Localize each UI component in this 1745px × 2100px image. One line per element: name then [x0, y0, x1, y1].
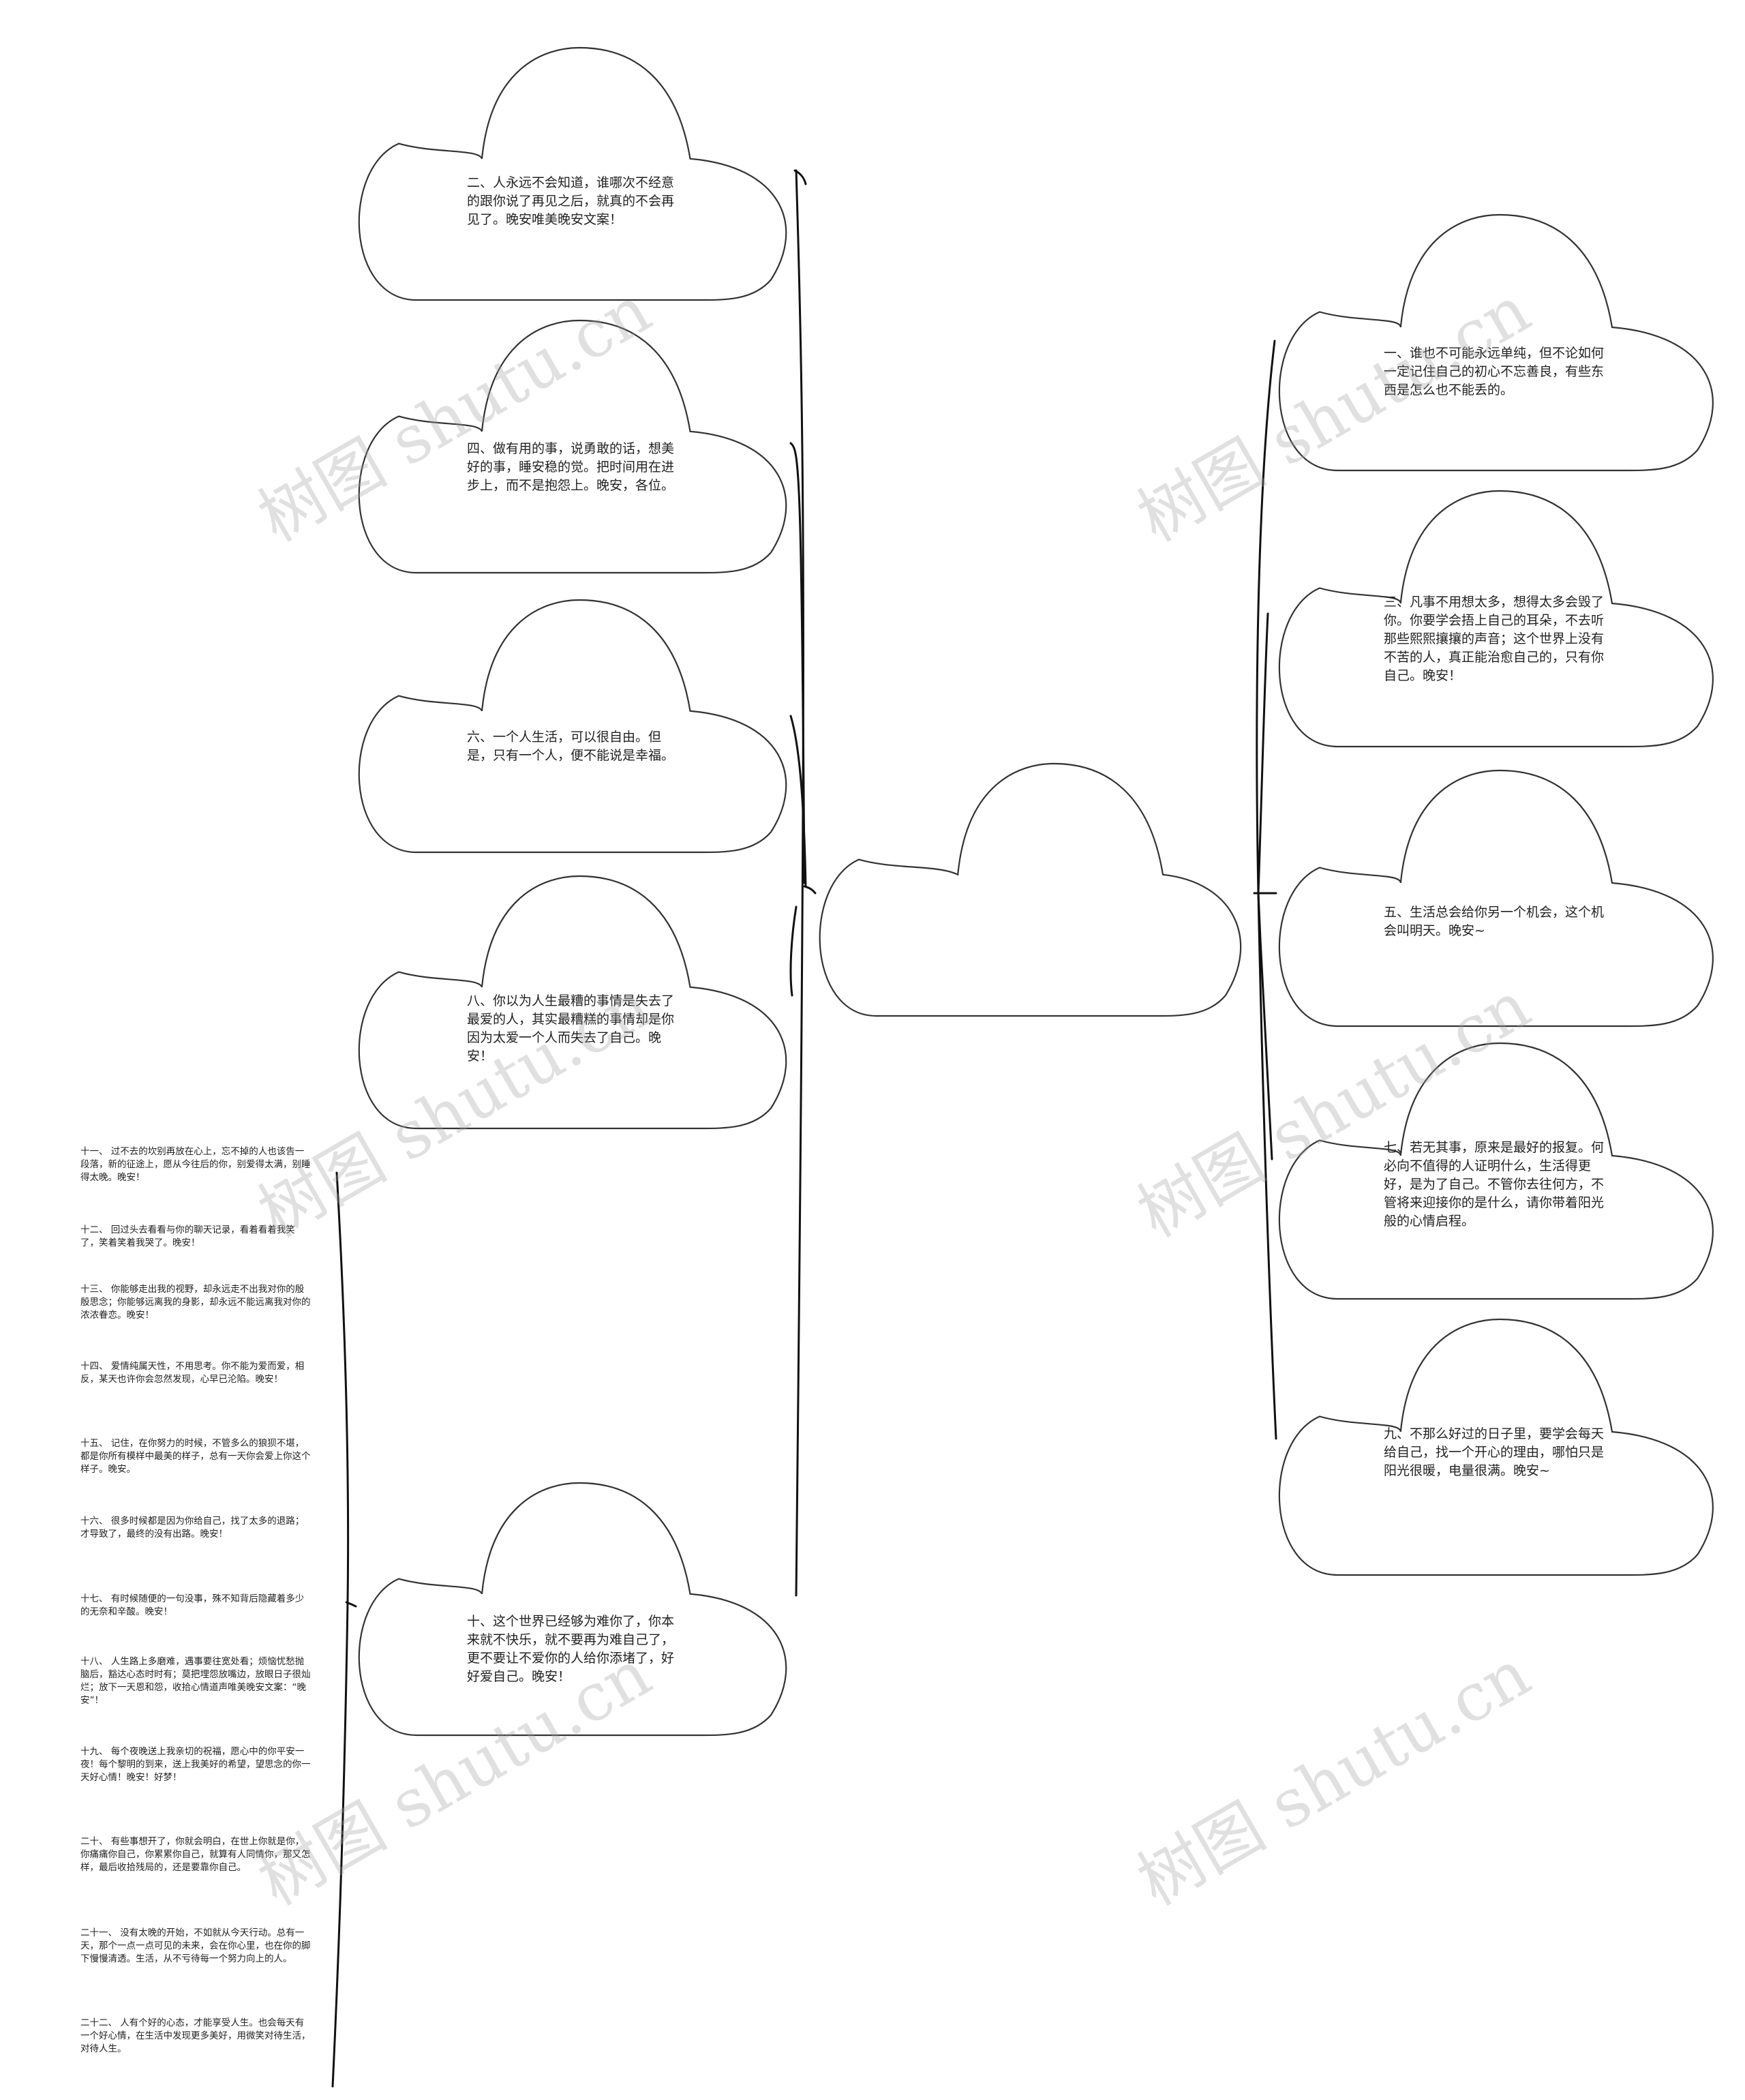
left-node-1[interactable]: [358, 46, 787, 301]
leaf-item-15[interactable]: 十五、 记住，在你努力的时候，不管多么的狼狈不堪，都是你所有模样中最美的样子，总…: [80, 1438, 311, 1475]
right-node-1-text: 一、谁也不可能永远单纯，但不论如何一定记住自己的初心不忘善良，有些东西是怎么也不…: [1384, 346, 1605, 397]
leaf-item-19[interactable]: 十九、 每个夜晚送上我亲切的祝福，愿心中的你平安一夜！每个黎明的到来，送上我美好…: [80, 1746, 311, 1783]
right-node-4-text: 七、若无其事，原来是最好的报复。何必向不值得的人证明什么，生活得更好，是为了自己…: [1384, 1140, 1605, 1229]
connector-left-center: [803, 885, 817, 895]
connector-right-trunk: [1256, 340, 1277, 1440]
right-node-5-text: 九、不那么好过的日子里，要学会每天给自己，找一个开心的理由，哪怕只是阳光很暖，电…: [1384, 1426, 1605, 1478]
connector-left-branch: [789, 905, 798, 997]
left-node-4-text: 八、你以为人生最糟的事情是失去了最爱的人，其实最糟糕的事情却是你因为太爱一个人而…: [467, 993, 675, 1064]
left-node-3-text: 六、一个人生活，可以很自由。但是，只有一个人，便不能说是幸福。: [467, 730, 675, 763]
leaf-item-18[interactable]: 十八、 人生路上多磨难，遇事要往宽处看；烦恼忧愁抛脑后，豁达心态时时有；莫把埋怨…: [80, 1656, 311, 1706]
right-node-1[interactable]: [1278, 213, 1714, 472]
right-node-2-text: 三、凡事不用想太多，想得太多会毁了你。你要学会捂上自己的耳朵，不去听那些熙熙攘攘…: [1384, 595, 1605, 683]
connector-right-branch: [1257, 892, 1273, 1160]
leaf-item-21[interactable]: 二十一、 没有太晚的开始，不如就从今天行动。总有一天，那个一点一点可见的未来，会…: [80, 1927, 311, 1964]
connector-left-branch: [789, 715, 807, 888]
left-node-5-text: 十、这个世界已经够为难你了，你本来就不快乐，就不要再为难自己了，更不要让不爱你的…: [467, 1614, 675, 1684]
leaf-item-13[interactable]: 十三、 你能够走出我的视野，却永远走不出我对你的殷殷思念；你能够远离我的身影，却…: [80, 1284, 311, 1321]
left-node-4[interactable]: [358, 875, 787, 1130]
right-node-3[interactable]: [1278, 769, 1714, 1028]
leaf-item-14[interactable]: 十四、 爱情纯属天性，不用思考。你不能为爱而爱，相反，某天也许你会忽然发现，心早…: [80, 1361, 305, 1385]
leaf-item-11[interactable]: 十一、 过不去的坎别再放在心上，忘不掉的人也该告一段落，新的征途上，愿从今往后的…: [80, 1146, 311, 1183]
left-node-2-text: 四、做有用的事，说勇敢的话，想美好的事，睡安稳的觉。把时间用在进步上，而不是抱怨…: [467, 441, 675, 493]
left-node-2[interactable]: [358, 319, 787, 574]
central-topic[interactable]: [819, 762, 1242, 1017]
leaf-item-12[interactable]: 十二、 回过头去看看与你的聊天记录，看着看着我笑了，笑着笑着我哭了。晚安！: [80, 1225, 295, 1248]
left-node-5[interactable]: [358, 1482, 787, 1737]
connector-leaf-trunk: [331, 1171, 350, 2088]
right-node-5[interactable]: [1278, 1318, 1714, 1576]
leaf-item-16[interactable]: 十六、 很多时候都是因为你给自己，找了太多的退路；才导致了，最终的没有出路。晚安…: [80, 1516, 305, 1540]
left-node-3[interactable]: [358, 599, 787, 854]
leaf-item-22[interactable]: 二十二、 人有个好的心态，才能享受人生。也会每天有一个好心情，在生活中发现更多美…: [80, 2017, 311, 2054]
left-node-1-text: 二、人永远不会知道，谁哪次不经意的跟你说了再见之后，就真的不会再见了。晚安唯美晚…: [467, 175, 675, 227]
connector-left-trunk: [795, 169, 804, 1597]
right-node-3-text: 五、生活总会给你另一个机会，这个机会叫明天。晚安~: [1384, 905, 1605, 938]
connector-leaf-hub: [345, 1601, 357, 1608]
leaf-item-20[interactable]: 二十、 有些事想开了，你就会明白，在世上你就是你，你痛痛你自己，你累累你自己，就…: [80, 1836, 311, 1873]
connector-left-branch: [789, 442, 806, 884]
right-node-2[interactable]: [1278, 490, 1714, 748]
connectors: [331, 169, 1277, 2088]
connector-left-branch: [793, 169, 807, 185]
clouds-layer: [358, 46, 1714, 1737]
connector-right-branch: [1257, 612, 1269, 895]
right-node-4[interactable]: [1278, 1042, 1714, 1300]
leaf-item-17[interactable]: 十七、 有时候随便的一句没事，殊不知背后隐藏着多少的无奈和辛酸。晚安！: [80, 1593, 305, 1617]
